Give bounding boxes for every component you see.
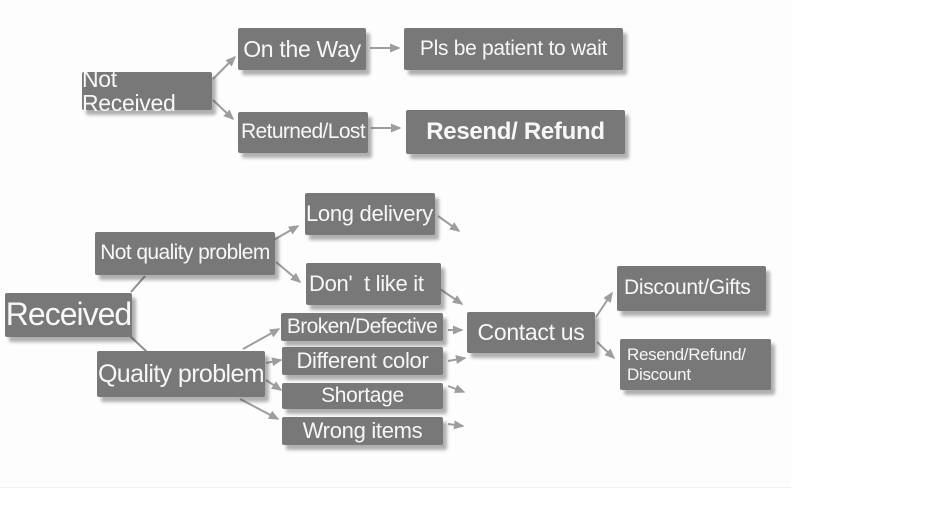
node-label: Contact us — [477, 319, 585, 346]
node-label: Different color — [296, 348, 429, 374]
node-pls-be-patient: Pls be patient to wait — [404, 28, 623, 70]
node-label: Long delivery — [306, 201, 433, 227]
node-label: Not Received — [82, 65, 176, 116]
node-different-color: Different color — [282, 347, 443, 375]
node-not-quality-problem: Not quality problem — [95, 232, 275, 275]
node-label: Received — [5, 296, 132, 333]
node-label: Resend/ Refund — [426, 118, 605, 146]
node-discount-gifts: Discount/Gifts — [617, 266, 766, 311]
node-resend-refund: Resend/ Refund — [406, 110, 625, 154]
node-on-the-way: On the Way — [238, 28, 366, 70]
node-dont-like-it: Don' t like it — [306, 263, 441, 305]
node-received: Received — [5, 293, 132, 337]
node-broken-defective: Broken/Defective — [281, 313, 443, 341]
node-label: Broken/Defective — [286, 314, 438, 338]
node-label: Discount/Gifts — [624, 276, 751, 300]
node-label: Don' t like it — [309, 271, 424, 297]
node-label: Resend/Refund/ Discount — [627, 344, 746, 384]
node-label: Pls be patient to wait — [419, 36, 608, 60]
node-label: Shortage — [321, 383, 404, 407]
node-label: Not quality problem — [100, 241, 270, 265]
node-not-received: Not Received — [82, 67, 212, 115]
node-label: On the Way — [243, 35, 361, 62]
node-label: Quality problem — [97, 359, 265, 388]
node-contact-us: Contact us — [467, 312, 595, 353]
node-long-delivery: Long delivery — [305, 193, 435, 235]
node-quality-problem: Quality problem — [97, 351, 265, 397]
node-wrong-items: Wrong items — [282, 417, 443, 445]
node-label: Wrong items — [302, 418, 423, 444]
node-returned-lost: Returned/Lost — [238, 112, 368, 153]
node-label: Returned/Lost — [240, 120, 366, 144]
node-shortage: Shortage — [282, 383, 443, 409]
node-resend-refund-discount: Resend/Refund/ Discount — [620, 339, 771, 390]
